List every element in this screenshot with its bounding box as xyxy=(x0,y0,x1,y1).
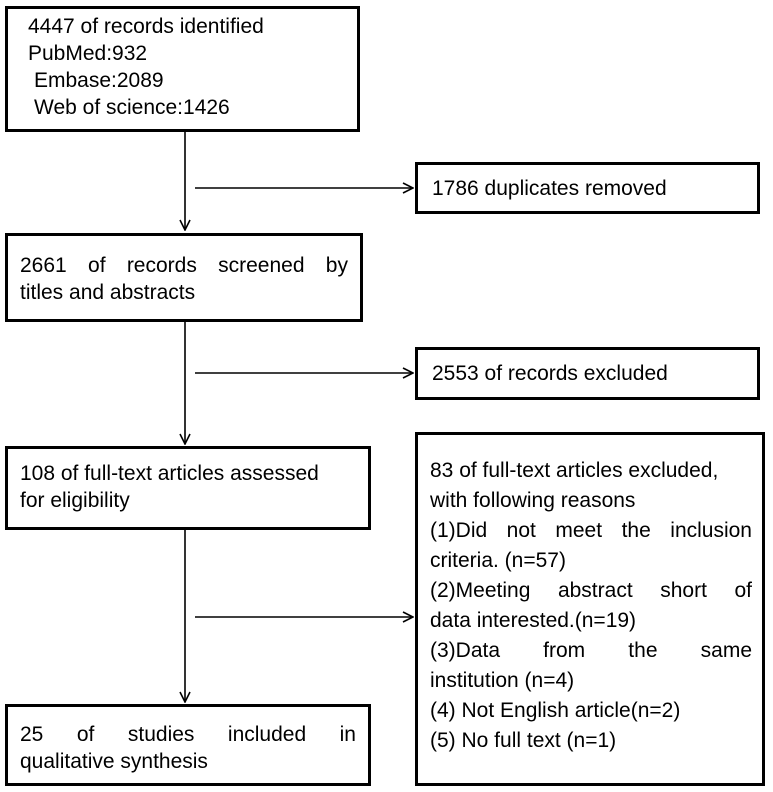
reason-5: (5) No full text (n=1) xyxy=(430,729,617,752)
assessed-box: 108 of full-text articles assessed for e… xyxy=(5,446,371,530)
embase-count-text: Embase:2089 xyxy=(34,69,164,92)
reason-1-line1: (1)Did not meet the inclusion xyxy=(430,519,752,542)
fulltext-excluded-line1: 83 of full-text articles excluded, xyxy=(430,459,719,482)
included-line2: qualitative synthesis xyxy=(20,750,208,773)
reason-2-line2: data interested.(n=19) xyxy=(430,609,637,632)
records-identified-text: 4447 of records identified xyxy=(28,15,264,38)
screened-line2: titles and abstracts xyxy=(20,281,196,304)
wos-count-text: Web of science:1426 xyxy=(34,96,230,119)
screened-box: 2661 of records screened by titles and a… xyxy=(5,233,363,322)
reason-2-line1: (2)Meeting abstract short of xyxy=(430,579,752,602)
duplicates-removed-text: 1786 duplicates removed xyxy=(432,177,667,200)
identification-box: 4447 of records identified PubMed:932 Em… xyxy=(5,6,360,132)
duplicates-box: 1786 duplicates removed xyxy=(415,162,760,214)
screened-line1: 2661 of records screened by xyxy=(20,254,348,277)
records-excluded-text: 2553 of records excluded xyxy=(432,362,668,385)
fulltext-excluded-line2: with following reasons xyxy=(430,489,636,512)
reason-3-line2: institution (n=4) xyxy=(430,669,575,692)
pubmed-count-text: PubMed:932 xyxy=(28,42,148,65)
reason-1-line2: criteria. (n=57) xyxy=(430,549,566,572)
assessed-line2: for eligibility xyxy=(20,489,130,512)
excluded-records-box: 2553 of records excluded xyxy=(415,347,760,400)
reason-4: (4) Not English article(n=2) xyxy=(430,699,681,722)
reason-3-line1: (3)Data from the same xyxy=(430,639,752,662)
fulltext-excluded-box: 83 of full-text articles excluded, with … xyxy=(415,432,765,786)
included-line1: 25 of studies included in xyxy=(20,723,356,746)
assessed-line1: 108 of full-text articles assessed xyxy=(20,462,319,485)
included-box: 25 of studies included in qualitative sy… xyxy=(5,704,371,786)
